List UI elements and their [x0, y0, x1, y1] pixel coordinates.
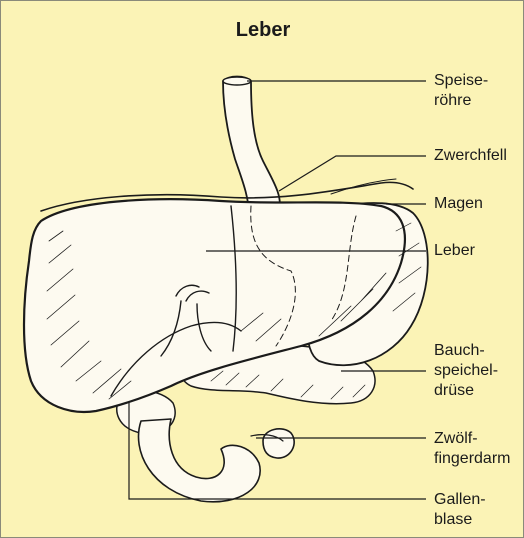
- label-leber: Leber: [434, 241, 475, 261]
- esophagus-shape: [223, 77, 280, 216]
- label-gallenblase: Gallen- blase: [434, 490, 486, 530]
- duodenum-opening-shape: [263, 429, 294, 458]
- label-bauchspeicheldruese: Bauch- speichel- drüse: [434, 341, 498, 401]
- duodenum-shape: [139, 419, 261, 502]
- label-zwoelffingerdarm: Zwölf- fingerdarm: [434, 429, 510, 469]
- label-zwerchfell: Zwerchfell: [434, 146, 507, 166]
- label-magen: Magen: [434, 194, 483, 214]
- label-speiseroehre: Speise- röhre: [434, 71, 488, 111]
